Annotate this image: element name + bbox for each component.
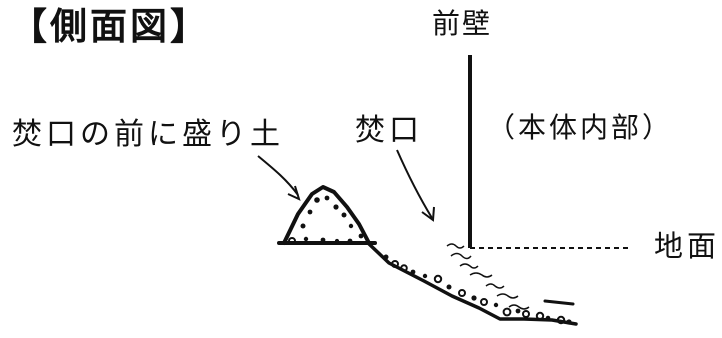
- mound-dots: [300, 195, 364, 244]
- front-wall-label: 前壁: [432, 7, 493, 40]
- page-title: 【側面図】: [10, 5, 210, 48]
- slope-black-dots: [383, 254, 572, 325]
- fire-mouth-texture: [446, 243, 530, 310]
- mound-arrow-head: [287, 185, 301, 201]
- ground-label: 地面: [654, 229, 721, 263]
- fire-mouth-arrow-line: [396, 149, 433, 219]
- mound-label: 焚口の前に盛り土: [12, 117, 284, 152]
- mound-outline: [282, 185, 371, 245]
- ground-slope-line: [366, 241, 578, 326]
- slope-rubble: [288, 237, 566, 325]
- fire-mouth-arrow-head: [421, 206, 435, 222]
- mound-arrow-line: [257, 155, 299, 196]
- interior-label: （本体内部）: [487, 111, 674, 144]
- slope-end-mark: [543, 299, 575, 306]
- fire-mouth-label: 焚口: [355, 113, 423, 148]
